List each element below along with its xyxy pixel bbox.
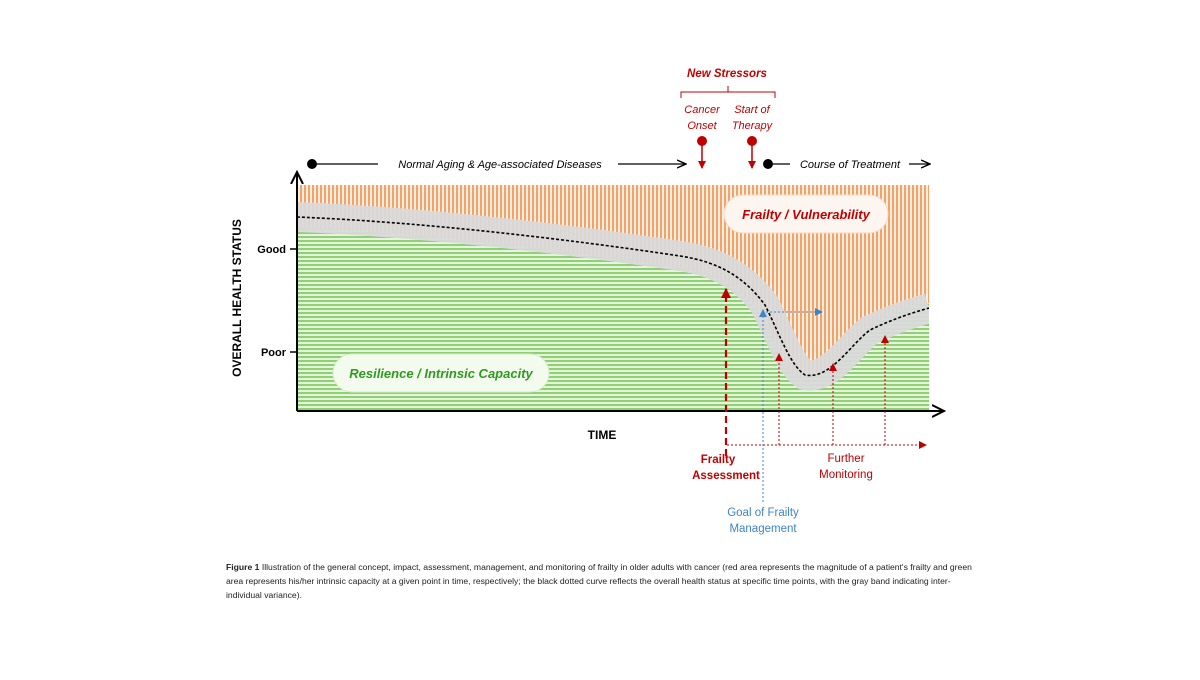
- health-status-curve: [297, 216, 929, 377]
- caption-label: Figure 1: [226, 562, 260, 572]
- y-axis-label: OVERALL HEALTH STATUS: [230, 219, 244, 377]
- tick-label-good: Good: [257, 244, 286, 256]
- frailty-label-box: Frailty / Vulnerability: [723, 194, 889, 234]
- figure-caption: Figure 1 Illustration of the general con…: [226, 560, 976, 602]
- frailty-assessment-label-2: Assessment: [692, 470, 760, 482]
- goal-label-2: Management: [729, 523, 797, 535]
- normal-aging-label: Normal Aging & Age-associated Diseases: [398, 159, 602, 171]
- further-monitoring-label-2: Monitoring: [819, 469, 873, 481]
- frailty-assessment-label-1: Frailty: [701, 454, 736, 466]
- new-stressors-label: New Stressors: [687, 68, 767, 80]
- cancer-onset-label-1: Cancer: [684, 104, 721, 116]
- course-treatment-label: Course of Treatment: [800, 159, 901, 171]
- frailty-label: Frailty / Vulnerability: [742, 207, 870, 222]
- goal-label-1: Goal of Frailty: [727, 507, 799, 519]
- further-monitoring-label-1: Further: [827, 453, 864, 465]
- timeline-start-dot: [307, 159, 317, 169]
- cancer-onset-dot: [697, 136, 707, 146]
- resilience-label-box: Resilience / Intrinsic Capacity: [332, 353, 550, 393]
- treatment-start-dot: [763, 159, 773, 169]
- caption-text: Illustration of the general concept, imp…: [226, 562, 972, 600]
- tick-label-poor: Poor: [261, 347, 287, 359]
- cancer-onset-label-2: Onset: [687, 120, 717, 132]
- start-therapy-label-2: Therapy: [732, 120, 774, 132]
- x-axis-label: TIME: [588, 428, 617, 442]
- resilience-label: Resilience / Intrinsic Capacity: [349, 366, 533, 381]
- start-therapy-label-1: Start of: [734, 104, 770, 116]
- new-stressors-bracket: [680, 86, 776, 98]
- start-therapy-dot: [747, 136, 757, 146]
